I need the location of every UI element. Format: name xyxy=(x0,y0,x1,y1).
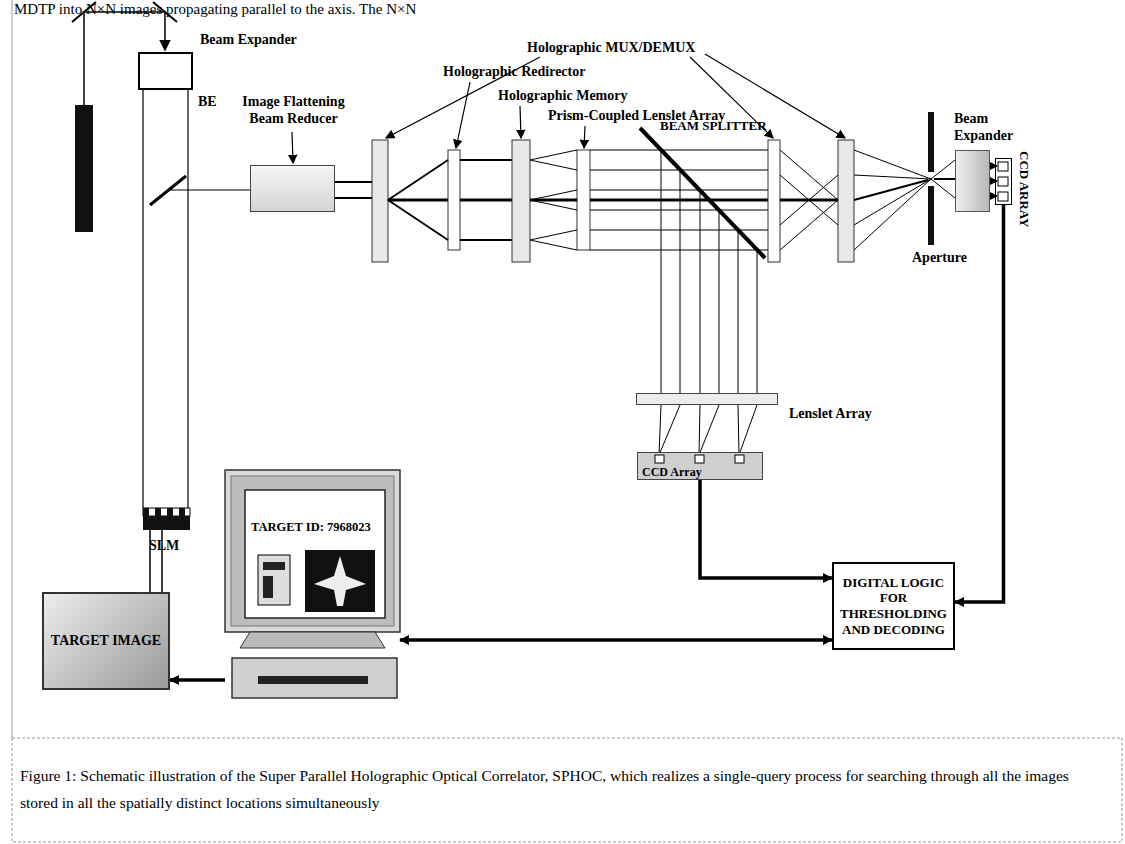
lenslet-array: Lenslet Array xyxy=(636,393,778,405)
figure-caption: Figure 1: Schematic illustration of the … xyxy=(20,762,1110,816)
node-label: CCD ARRAY xyxy=(1016,151,1032,227)
node-label: Beam Expander xyxy=(954,111,1026,145)
beam-reducer: Image Flattening Beam Reducer xyxy=(250,165,335,212)
node-label: CCD Array xyxy=(642,465,702,479)
node-label: DIGITAL LOGIC FOR THRESHOLDING AND DECOD… xyxy=(840,575,947,637)
ccd-array: CCD Array xyxy=(637,452,763,480)
part-label: Holographic MUX/DEMUX xyxy=(527,40,695,57)
slm xyxy=(143,508,190,530)
computer-monitor: TARGET ID: 7968023 xyxy=(225,470,400,705)
part-label: BEAM SPLITTER xyxy=(660,118,767,134)
target-image-box: TARGET IMAGE xyxy=(42,592,170,690)
node-label: TARGET ID: 7968023 xyxy=(251,520,371,535)
part-label: Holographic Memory xyxy=(498,88,627,105)
node-label: TARGET IMAGE xyxy=(51,633,161,650)
laser xyxy=(75,105,93,232)
node-label: SLM xyxy=(149,538,179,555)
beam-splitter xyxy=(640,128,765,258)
node-label: Image Flattening Beam Reducer xyxy=(231,94,356,128)
part-label: BE xyxy=(198,94,217,111)
beam-expander: Beam Expander xyxy=(138,52,193,90)
signal-arrow xyxy=(400,638,832,642)
part-label: Holographic Redirector xyxy=(443,64,585,81)
computer xyxy=(225,470,400,698)
signal-arrow xyxy=(700,480,832,578)
node-label: Lenslet Array xyxy=(789,406,872,423)
node-label: Beam Expander xyxy=(200,32,297,49)
ccd-array: CCD ARRAY xyxy=(995,158,1012,205)
logic-box: DIGITAL LOGIC FOR THRESHOLDING AND DECOD… xyxy=(832,562,955,650)
signal-arrow xyxy=(170,678,225,682)
body-text: MDTP into N×N images propagating paralle… xyxy=(14,0,416,18)
part-label: Aperture xyxy=(912,250,967,267)
slm: SLM xyxy=(143,508,190,530)
beam-expander: Beam Expander xyxy=(955,150,990,212)
holographic-plates xyxy=(372,140,854,262)
